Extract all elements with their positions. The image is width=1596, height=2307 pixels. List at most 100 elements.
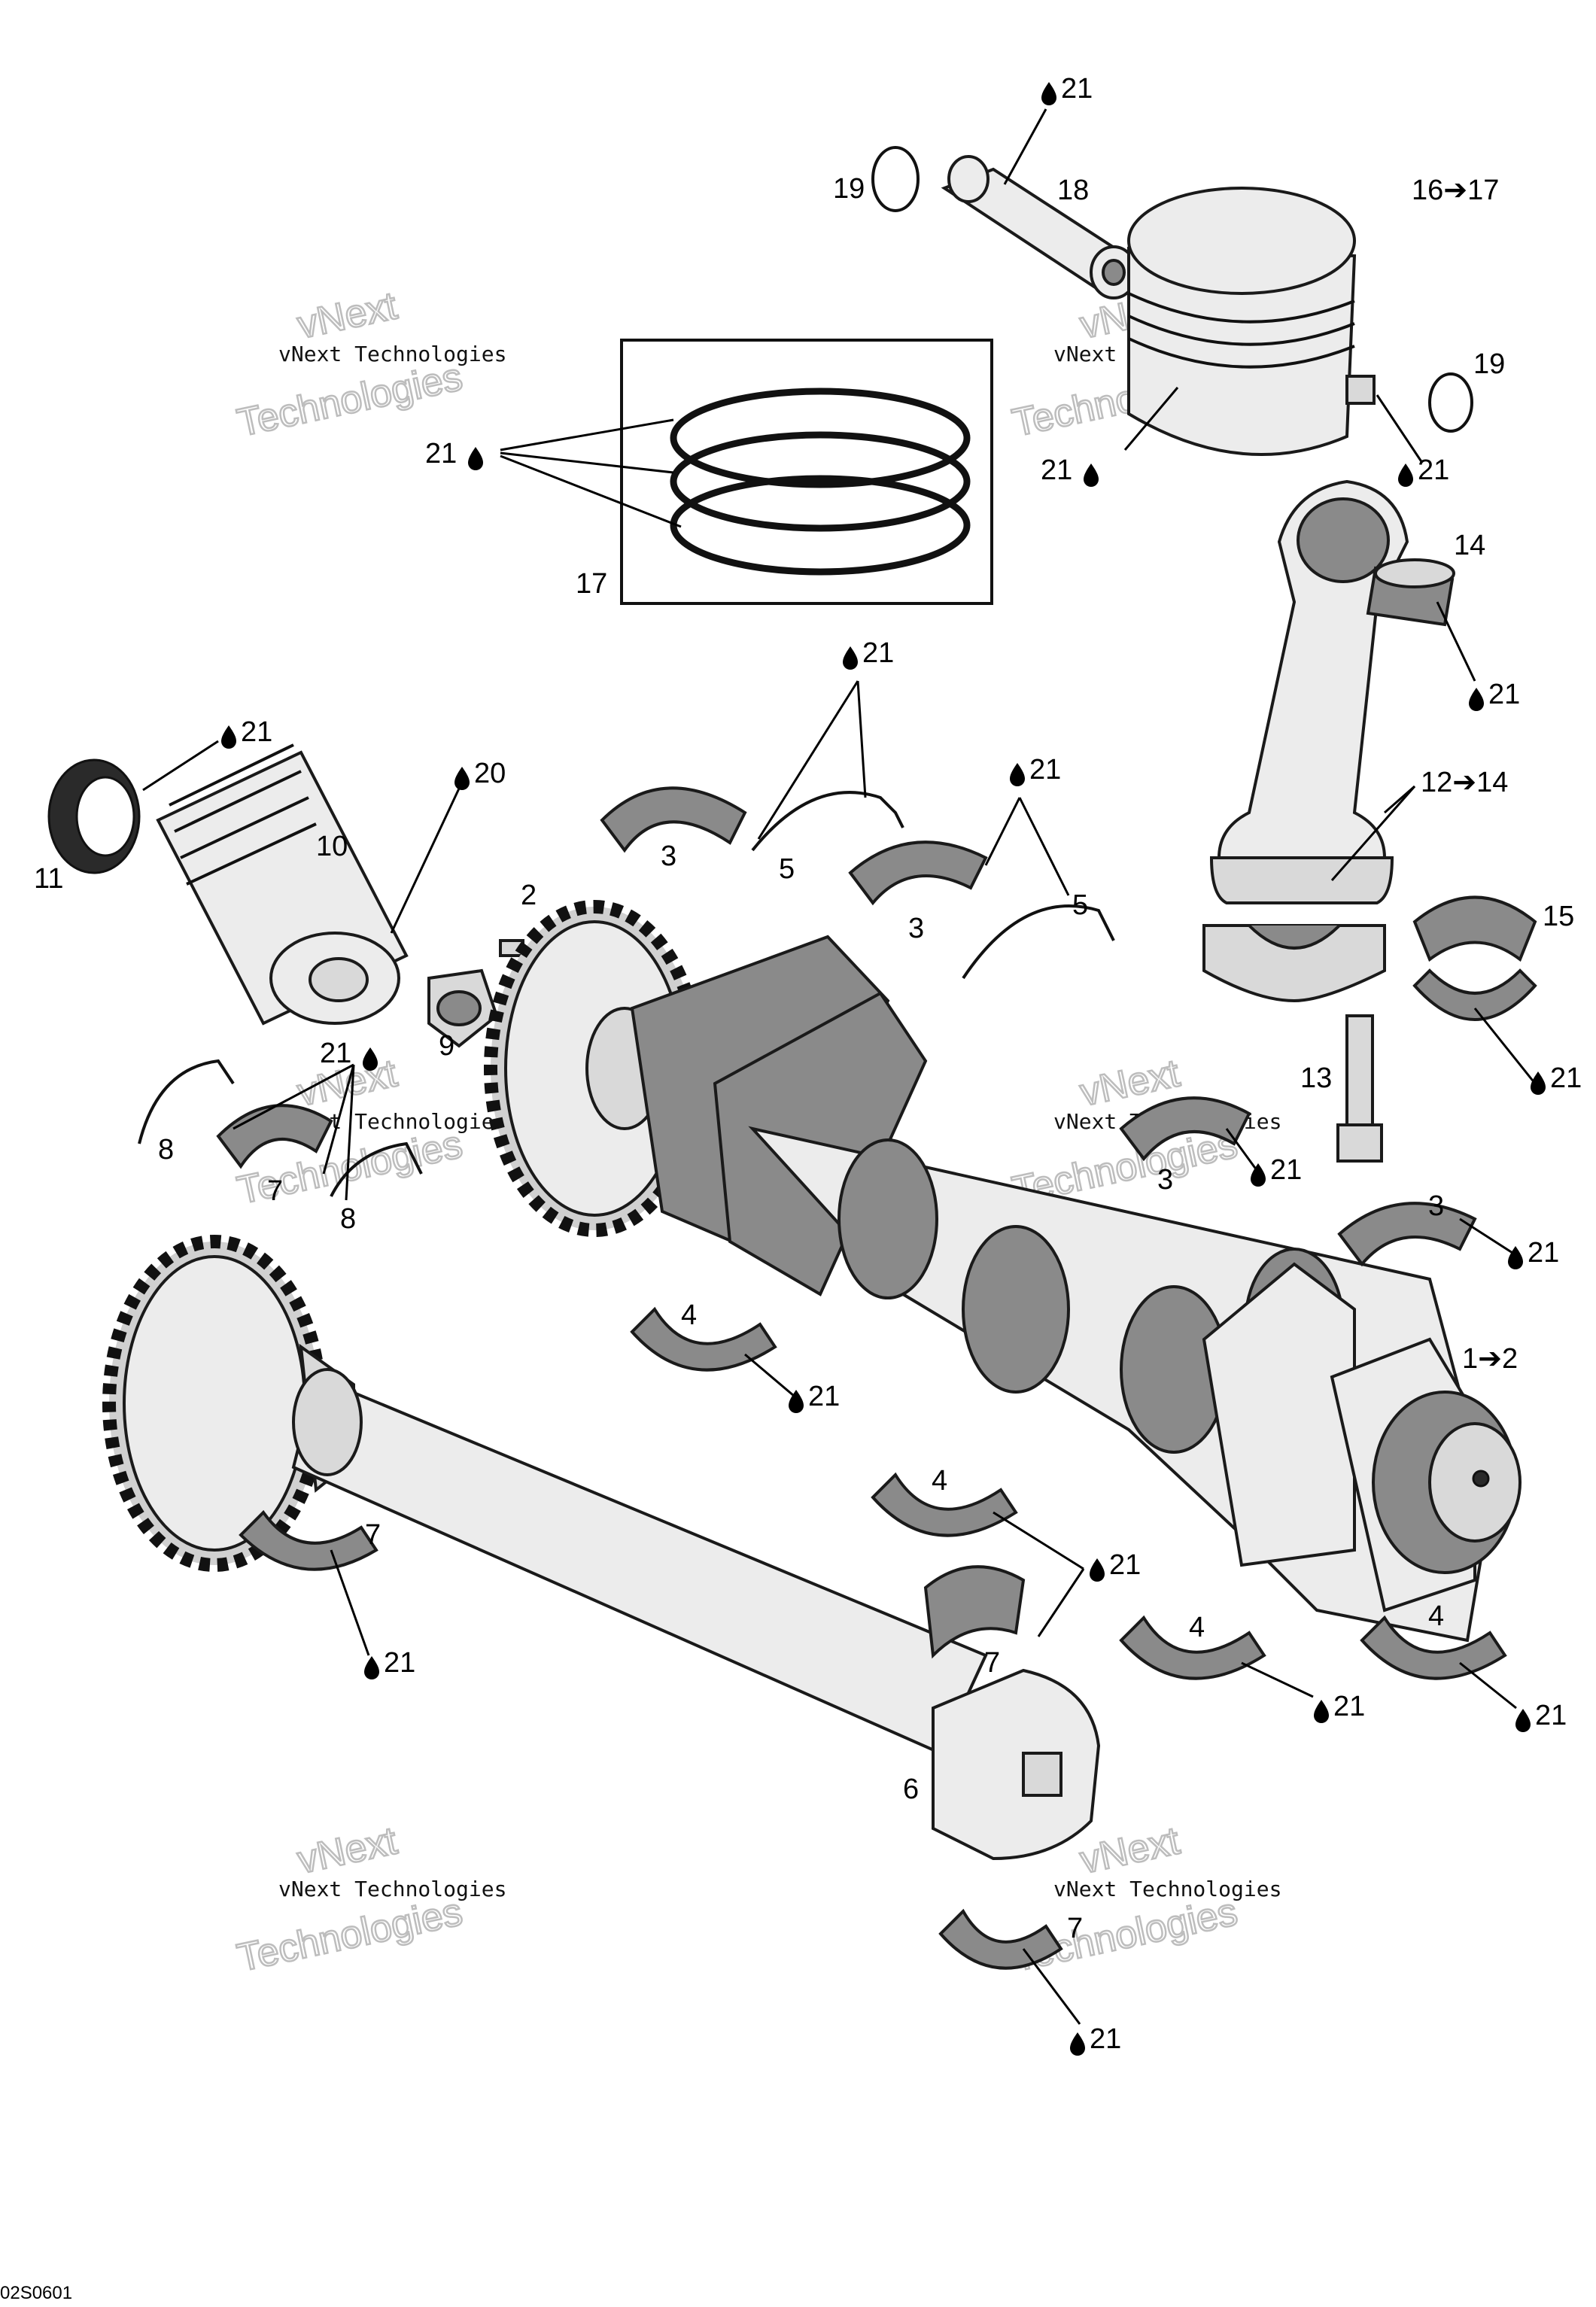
watermark-technologies: Technologies: [233, 1890, 466, 1980]
bearing-shell: [1337, 1202, 1477, 1267]
piston-ring-top: [670, 388, 971, 488]
callout-18: 18: [1057, 175, 1089, 206]
bearing-shell: [938, 1908, 1063, 1970]
bearing-shell: [848, 840, 988, 906]
bearing-shell: [1119, 1096, 1251, 1162]
callout-label: 21: [1041, 454, 1072, 486]
callout-6: 6: [903, 1774, 919, 1805]
leader-line: [1459, 1661, 1517, 1710]
leader-line: [390, 788, 461, 934]
watermark-top-left: vNext vNext Technologies Technologies: [233, 283, 506, 446]
circlip: [871, 146, 920, 212]
callout-5a: 5: [779, 853, 795, 885]
lubricant-drop-icon: [454, 767, 470, 790]
callout-4d: 4: [1428, 1600, 1444, 1632]
leader-line: [500, 451, 674, 474]
piston-pin-circlip-right: [1428, 372, 1473, 433]
bearing-shell: [630, 1306, 777, 1372]
lubricant-drop-icon: [1010, 763, 1025, 786]
piston-ring-middle: [670, 431, 971, 532]
bolt-head: [1336, 1123, 1383, 1163]
lubricant-drop-icon: [1070, 2032, 1085, 2056]
callout-2: 2: [521, 880, 537, 911]
leader-line: [345, 1064, 355, 1201]
callout-14: 14: [1454, 530, 1485, 561]
leader-line: [993, 1511, 1084, 1570]
watermark-vnext: vNext: [293, 284, 401, 347]
rod-bearing-upper: [1412, 895, 1537, 962]
balance-shaft: [102, 1235, 1101, 1861]
main-journal-1: [838, 1138, 938, 1299]
bearing-shell: [1119, 1615, 1266, 1680]
rod-bearing-lower: [1412, 968, 1537, 1021]
callout-20-sleeve: 20: [454, 758, 506, 790]
callout-7b: 7: [365, 1519, 381, 1551]
thrust-washer: [138, 1059, 235, 1144]
balance-gear-face: [123, 1255, 306, 1552]
callout-4b: 4: [932, 1465, 947, 1497]
bearing-shell: [923, 1565, 1026, 1659]
sleeve-groove: [180, 796, 309, 859]
callout-label: 21: [1270, 1154, 1302, 1186]
watermark-vnext: vNext: [1076, 1819, 1184, 1882]
callout-label: 21: [862, 637, 894, 669]
piston-skirt: [1127, 246, 1357, 456]
callout-15: 15: [1543, 901, 1574, 932]
callout-label: 21: [808, 1381, 840, 1412]
leader-line: [1330, 786, 1416, 881]
callout-21-rings: 21: [425, 438, 483, 470]
callout-label: 21: [1550, 1062, 1582, 1094]
bearing-shell-7c: [923, 1565, 1026, 1659]
lubricant-drop-icon: [843, 646, 858, 670]
piston-pin-circlip-left: [871, 146, 920, 212]
crank-nose-hole: [1472, 1470, 1490, 1488]
leader-line: [1459, 1217, 1513, 1254]
callout-21-shell-7d: 21: [1070, 2023, 1121, 2056]
lubricant-drop-icon: [1508, 1246, 1523, 1269]
callout-label: 21: [320, 1038, 351, 1069]
rod-cap-bore: [1248, 924, 1341, 950]
leader-line: [1123, 387, 1179, 451]
callout-label: 21: [1528, 1237, 1559, 1269]
callout-21-shell-4d: 21: [1515, 1700, 1567, 1732]
callout-label: 21: [425, 438, 457, 470]
callout-7d: 7: [1067, 1913, 1083, 1944]
bearing-shell: [871, 1472, 1018, 1537]
leader-line: [1037, 1568, 1085, 1637]
thrust-washer-8b: [330, 1141, 423, 1197]
callout-4c: 4: [1189, 1612, 1205, 1643]
callout-7a: 7: [267, 1175, 283, 1207]
bearing-shell-4b: [871, 1472, 1018, 1537]
watermark-vnext: vNext: [293, 1819, 401, 1882]
oil-seal: [47, 758, 141, 874]
crankshaft: [630, 935, 1522, 1643]
piston-ring-groove: [1128, 292, 1355, 324]
lubricant-drop-icon: [1041, 82, 1056, 105]
callout-label: 21: [1109, 1549, 1141, 1581]
leader-line: [1241, 1661, 1314, 1698]
lubricant-drop-icon: [1531, 1071, 1546, 1095]
lubricant-drop-icon: [468, 447, 483, 470]
piston-ring-oil: [670, 475, 971, 576]
leader-lines: [142, 108, 1537, 2025]
callout-4a: 4: [681, 1299, 697, 1331]
sleeve-groove: [169, 743, 294, 807]
sleeve-groove: [174, 770, 302, 833]
lubricant-drop-icon: [1084, 464, 1099, 487]
bearing-shell-3b: [848, 840, 988, 906]
thrust-washer: [962, 904, 1115, 980]
leader-line: [500, 418, 674, 451]
callout-19b: 19: [1473, 348, 1505, 380]
balance-shaft-tube: [291, 1375, 988, 1755]
callout-label: 21: [1061, 73, 1093, 105]
drawing-code: 02S0601: [0, 2283, 72, 2303]
connecting-rod: [1202, 479, 1409, 1003]
callout-3d: 3: [1428, 1190, 1444, 1222]
callout-21-shell-3c: 21: [1251, 1154, 1302, 1187]
balance-shaft-counterweight: [932, 1668, 1101, 1861]
oil-seal-inner: [75, 776, 135, 857]
balance-shaft-slot: [1022, 1752, 1062, 1797]
callout-1: 1➔2: [1462, 1343, 1518, 1375]
small-end-bore: [1297, 497, 1390, 583]
callout-label: 21: [1333, 1691, 1365, 1722]
